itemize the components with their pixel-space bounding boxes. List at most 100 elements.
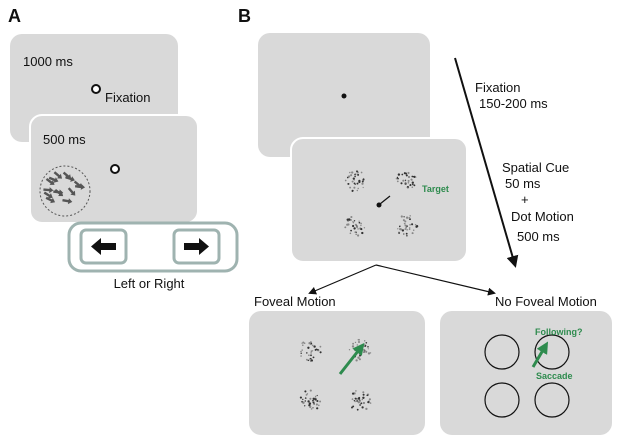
motion-dot <box>303 342 306 345</box>
motion-dot <box>357 338 360 341</box>
motion-dot <box>310 352 312 354</box>
motion-dot <box>404 228 407 230</box>
fixation-point-icon <box>91 84 101 94</box>
aperture-circle <box>484 334 520 370</box>
motion-dot <box>316 407 319 410</box>
motion-dot <box>299 396 302 399</box>
motion-dot <box>352 346 354 348</box>
motion-dot <box>354 397 357 400</box>
motion-dot <box>369 402 372 404</box>
motion-dot <box>356 344 358 346</box>
motion-dot <box>404 224 407 227</box>
motion-dot <box>355 390 357 392</box>
motion-dot <box>354 183 356 185</box>
motion-dot <box>358 220 360 222</box>
right-arrow-icon <box>184 238 209 255</box>
motion-dot <box>413 184 416 187</box>
motion-dot <box>360 224 362 227</box>
motion-dot <box>396 176 399 179</box>
motion-dot <box>365 407 368 411</box>
motion-dot <box>356 189 359 192</box>
motion-dot <box>403 172 406 175</box>
motion-arrow-icon <box>62 171 72 180</box>
motion-dot <box>351 392 355 395</box>
motion-dot <box>354 231 357 233</box>
aperture-circle <box>534 382 570 418</box>
motion-dot <box>356 225 359 229</box>
motion-dot <box>411 232 414 235</box>
condition-right-label: No Foveal Motion <box>495 294 597 309</box>
motion-dot <box>352 177 355 180</box>
motion-dot <box>355 231 357 233</box>
motion-arrow-icon <box>62 198 73 205</box>
motion-dot <box>344 226 347 229</box>
timeline-plus: + <box>521 192 529 207</box>
motion-dot <box>360 222 362 225</box>
motion-dot <box>319 345 322 348</box>
motion-dot <box>312 356 315 359</box>
motion-dot <box>401 229 405 232</box>
motion-dot <box>351 171 354 174</box>
motion-dot <box>354 341 357 344</box>
motion-dot <box>411 186 414 189</box>
motion-dot <box>400 228 403 231</box>
motion-dot <box>359 354 361 357</box>
motion-dot <box>398 231 400 233</box>
motion-dot <box>406 229 408 231</box>
motion-dot <box>300 352 302 355</box>
motion-dot <box>357 397 361 400</box>
motion-dot <box>305 358 308 361</box>
saccade-label: Saccade <box>536 371 573 381</box>
motion-dot <box>302 344 304 346</box>
foveal-motion-screen <box>249 311 425 435</box>
motion-dot <box>367 400 370 404</box>
motion-dot <box>310 408 313 410</box>
motion-dot <box>411 181 414 184</box>
motion-dot <box>319 351 322 354</box>
motion-dot <box>350 174 353 177</box>
motion-dot <box>313 403 315 405</box>
branch-arrow-right <box>375 264 496 296</box>
motion-dot <box>369 352 372 354</box>
spatial-cue-line <box>379 195 391 205</box>
motion-arrow-icon <box>48 176 59 183</box>
motion-arrow-icon <box>45 196 56 204</box>
motion-arrow-icon <box>45 177 55 185</box>
motion-dot <box>313 345 316 348</box>
motion-arrow-icon <box>43 191 53 199</box>
timeline-arrow <box>454 57 519 268</box>
motion-arrow-icon <box>43 187 54 194</box>
motion-dot <box>405 232 408 235</box>
motion-dot <box>407 175 411 179</box>
motion-dot <box>361 398 364 401</box>
motion-dot <box>304 397 307 399</box>
motion-dot <box>316 394 318 397</box>
motion-dot <box>354 223 357 226</box>
motion-dot <box>353 220 356 222</box>
motion-dot <box>357 173 360 176</box>
motion-dot <box>362 344 366 347</box>
target-label: Target <box>422 184 449 194</box>
motion-dot <box>347 223 350 226</box>
motion-dot <box>400 182 403 185</box>
motion-dot <box>356 408 359 411</box>
motion-dot <box>401 173 404 176</box>
motion-dot <box>302 401 305 404</box>
motion-dot <box>409 215 411 217</box>
motion-dot <box>312 407 314 409</box>
motion-dot <box>360 171 363 174</box>
motion-dot <box>397 173 401 176</box>
motion-dot <box>352 342 355 345</box>
motion-dot <box>314 398 317 401</box>
motion-dot <box>318 404 320 407</box>
timeline-cue: Spatial Cue <box>502 160 569 175</box>
motion-dot <box>355 233 358 236</box>
motion-dot <box>356 170 358 173</box>
motion-dot <box>407 171 410 175</box>
motion-dot <box>304 390 307 393</box>
motion-dot <box>368 398 371 401</box>
motion-dot <box>357 187 359 190</box>
motion-dot <box>360 228 363 231</box>
panel-a-letter: A <box>8 6 21 26</box>
motion-dot <box>362 348 366 351</box>
